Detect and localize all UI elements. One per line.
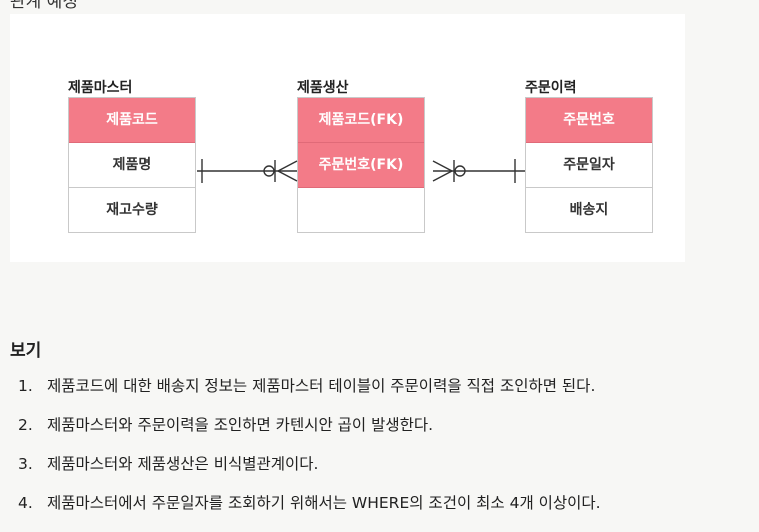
option-item: 3. 제품마스터와 제품생산은 비식별관계이다. xyxy=(18,454,601,493)
answer-options: 1. 제품코드에 대한 배송지 정보는 제품마스터 테이블이 주문이력을 직접 조… xyxy=(18,376,601,532)
entity-attribute: 배송지 xyxy=(569,202,609,218)
option-number: 2. xyxy=(18,416,33,434)
option-text: 제품마스터와 제품생산은 비식별관계이다. xyxy=(47,455,319,473)
zero-or-many-circle xyxy=(263,165,275,177)
crowfoot-upper xyxy=(432,160,453,172)
crowfoot-lower xyxy=(277,170,298,182)
entity-attribute: 주문일자 xyxy=(526,143,652,188)
crowfoot-upper xyxy=(277,160,298,172)
zero-or-many-circle xyxy=(454,165,466,177)
relationship-production-order xyxy=(432,159,525,183)
entity-attribute: 제품코드(FK) xyxy=(298,98,424,143)
erd-diagram: 제품마스터 제품코드 제품명 재고수량 제품생산 제품코드(FK) 주문번호(F… xyxy=(10,14,685,262)
option-number: 1. xyxy=(18,377,33,395)
option-number: 3. xyxy=(18,455,33,473)
entity-product-production: 제품생산 제품코드(FK) 주문번호(FK) xyxy=(297,80,425,233)
option-number: 4. xyxy=(18,494,33,512)
top-cut-heading: 관계 예정 xyxy=(10,0,78,12)
entity-box: 주문번호 주문일자 배송지 xyxy=(525,97,653,233)
crowfoot-lower xyxy=(432,170,453,182)
entity-title: 주문이력 xyxy=(525,80,577,96)
entity-product-master: 제품마스터 제품코드 제품명 재고수량 xyxy=(68,80,196,233)
entity-box: 제품코드 제품명 재고수량 xyxy=(68,97,196,233)
option-item: 1. 제품코드에 대한 배송지 정보는 제품마스터 테이블이 주문이력을 직접 조… xyxy=(18,376,601,415)
entity-title: 제품마스터 xyxy=(68,80,133,96)
option-text: 제품마스터와 주문이력을 조인하면 카텐시안 곱이 발생한다. xyxy=(47,416,434,434)
option-item: 4. 제품마스터에서 주문일자를 조회하기 위해서는 WHERE의 조건이 최소 … xyxy=(18,493,601,532)
entity-order-history: 주문이력 주문번호 주문일자 배송지 xyxy=(525,80,653,233)
section-title: 보기 xyxy=(10,341,42,361)
entity-attribute: 재고수량 xyxy=(106,202,158,218)
entity-box: 제품코드(FK) 주문번호(FK) xyxy=(297,97,425,233)
entity-attribute: 주문번호(FK) xyxy=(298,143,424,188)
relationship-master-production xyxy=(197,159,298,183)
option-text: 제품코드에 대한 배송지 정보는 제품마스터 테이블이 주문이력을 직접 조인하… xyxy=(47,377,596,395)
entity-attribute: 제품코드 xyxy=(69,98,195,143)
option-text: 제품마스터에서 주문일자를 조회하기 위해서는 WHERE의 조건이 최소 4개… xyxy=(47,494,601,512)
entity-title: 제품생산 xyxy=(297,80,349,96)
option-item: 2. 제품마스터와 주문이력을 조인하면 카텐시안 곱이 발생한다. xyxy=(18,415,601,454)
relationship-lines xyxy=(197,159,525,183)
entity-attribute: 주문번호 xyxy=(526,98,652,143)
entity-attribute: 제품명 xyxy=(69,143,195,188)
